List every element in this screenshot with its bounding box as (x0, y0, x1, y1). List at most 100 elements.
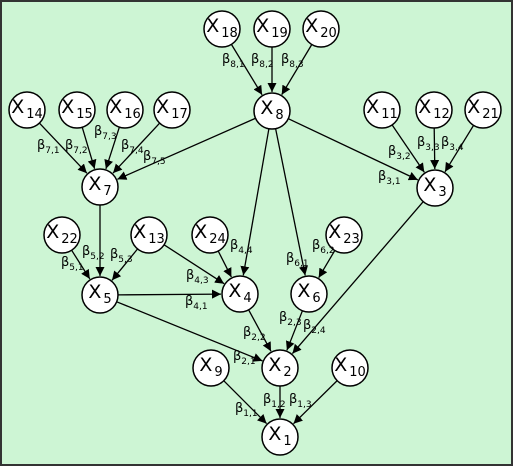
edge-label-x7-x5-subscript: 5,2 (90, 252, 104, 262)
edge-label-x11-x3-symbol: β (388, 144, 396, 159)
node-label-subscript-x3: 3 (438, 185, 446, 200)
node-circle-x10 (331, 349, 369, 387)
edge-label-x13-x4-symbol: β (186, 268, 194, 283)
edge-label-x8-x3-subscript: 3,1 (386, 177, 400, 187)
edge-x9-x1 (223, 380, 268, 425)
node-label-base-x22: X (46, 221, 59, 243)
edge-label-x15-x7: β7,2 (65, 138, 88, 156)
edge-x8-x4 (240, 128, 270, 276)
node-label-base-x6: X (297, 280, 310, 302)
edges-layer (38, 44, 475, 425)
node-label-base-x2: X (268, 354, 281, 376)
edge-label-x20-x8: β8,3 (281, 52, 304, 70)
node-label-subscript-x18: 18 (221, 26, 238, 41)
node-label-subscript-x13: 13 (148, 232, 165, 247)
node-label-subscript-x19: 19 (271, 26, 288, 41)
edge-x21-x3 (444, 124, 475, 173)
node-circle-x24 (191, 216, 229, 254)
edge-label-x10-x1-symbol: β (289, 392, 297, 407)
edge-label-x22-x5: β5,1 (61, 255, 84, 273)
edge-x13-x4 (163, 244, 225, 285)
edge-x16-x7 (104, 126, 121, 170)
node-circle-x23 (325, 216, 363, 254)
edge-label-x23-x6-symbol: β (312, 238, 320, 253)
edge-x5-x4 (117, 289, 222, 299)
edge-label-x12-x3: β3,3 (417, 135, 440, 153)
edge-label-x24-x4-symbol: β (230, 238, 238, 253)
node-label-subscript-x17: 17 (171, 107, 188, 122)
node-circle-x11 (363, 91, 401, 129)
node-label-subscript-x1: 1 (283, 434, 291, 449)
node-label-subscript-x24: 24 (209, 232, 226, 247)
edge-label-x18-x8-subscript: 8,1 (230, 60, 244, 70)
edge-x10-x1 (293, 380, 338, 425)
edge-label-x4-x2-subscript: 2,2 (251, 333, 265, 343)
node-label-base-x16: X (109, 96, 122, 118)
node-label-subscript-x14: 14 (26, 107, 43, 122)
node-circle-x9 (192, 349, 230, 387)
edge-label-x20-x8-symbol: β (281, 52, 289, 67)
edge-label-x13-x5-symbol: β (110, 247, 118, 262)
node-label-base-x15: X (61, 96, 74, 118)
edge-label-x2-x1-symbol: β (263, 392, 271, 407)
node-circle-x5 (81, 276, 119, 314)
edge-label-x2-x1-subscript: 1,2 (271, 400, 285, 410)
node-label-subscript-x21: 21 (482, 107, 499, 122)
node-circle-x18 (203, 10, 241, 48)
node-label-subscript-x9: 9 (214, 365, 222, 380)
node-label-subscript-x8: 8 (275, 108, 283, 123)
edge-label-x9-x1-subscript: 1,1 (243, 409, 257, 419)
edge-label-x18-x8: β8,1 (222, 52, 245, 70)
edge-label-x12-x3-symbol: β (417, 135, 425, 150)
edge-label-x13-x4-subscript: 4,3 (194, 276, 208, 286)
edge-label-x9-x1-symbol: β (235, 401, 243, 416)
edge-label-x19-x8-symbol: β (251, 52, 259, 67)
edge-label-x18-x8-symbol: β (222, 52, 230, 67)
edge-label-x16-x7: β7,3 (94, 124, 117, 142)
node-circle-x1 (261, 418, 299, 456)
node-label-base-x23: X (328, 221, 341, 243)
node-label-base-x12: X (418, 96, 431, 118)
node-label-subscript-x6: 6 (312, 291, 320, 306)
edge-label-x2-x1: β1,2 (263, 392, 286, 410)
node-label-base-x5: X (88, 281, 101, 303)
edge-x5-x2 (116, 301, 263, 362)
edge-label-x14-x7-symbol: β (37, 138, 45, 153)
edge-label-x16-x7-subscript: 7,3 (102, 132, 116, 142)
node-label-base-x10: X (334, 354, 347, 376)
node-label-base-x18: X (206, 15, 219, 37)
edge-label-x6-x2-subscript: 2,3 (287, 318, 301, 328)
node-label-subscript-x10: 10 (349, 365, 366, 380)
node-label-subscript-x23: 23 (343, 232, 360, 247)
edge-label-x22-x5-symbol: β (61, 255, 69, 270)
edge-label-x24-x4: β4,4 (230, 238, 253, 256)
edge-label-x8-x6-subscript: 6,1 (294, 259, 308, 269)
extra-edge-label-1-symbol: β (303, 318, 311, 333)
node-circle-x22 (43, 216, 81, 254)
edge-label-x24-x4-subscript: 4,4 (238, 246, 253, 256)
node-label-subscript-x2: 2 (283, 365, 291, 380)
edge-label-x13-x5-subscript: 5,3 (118, 255, 132, 265)
